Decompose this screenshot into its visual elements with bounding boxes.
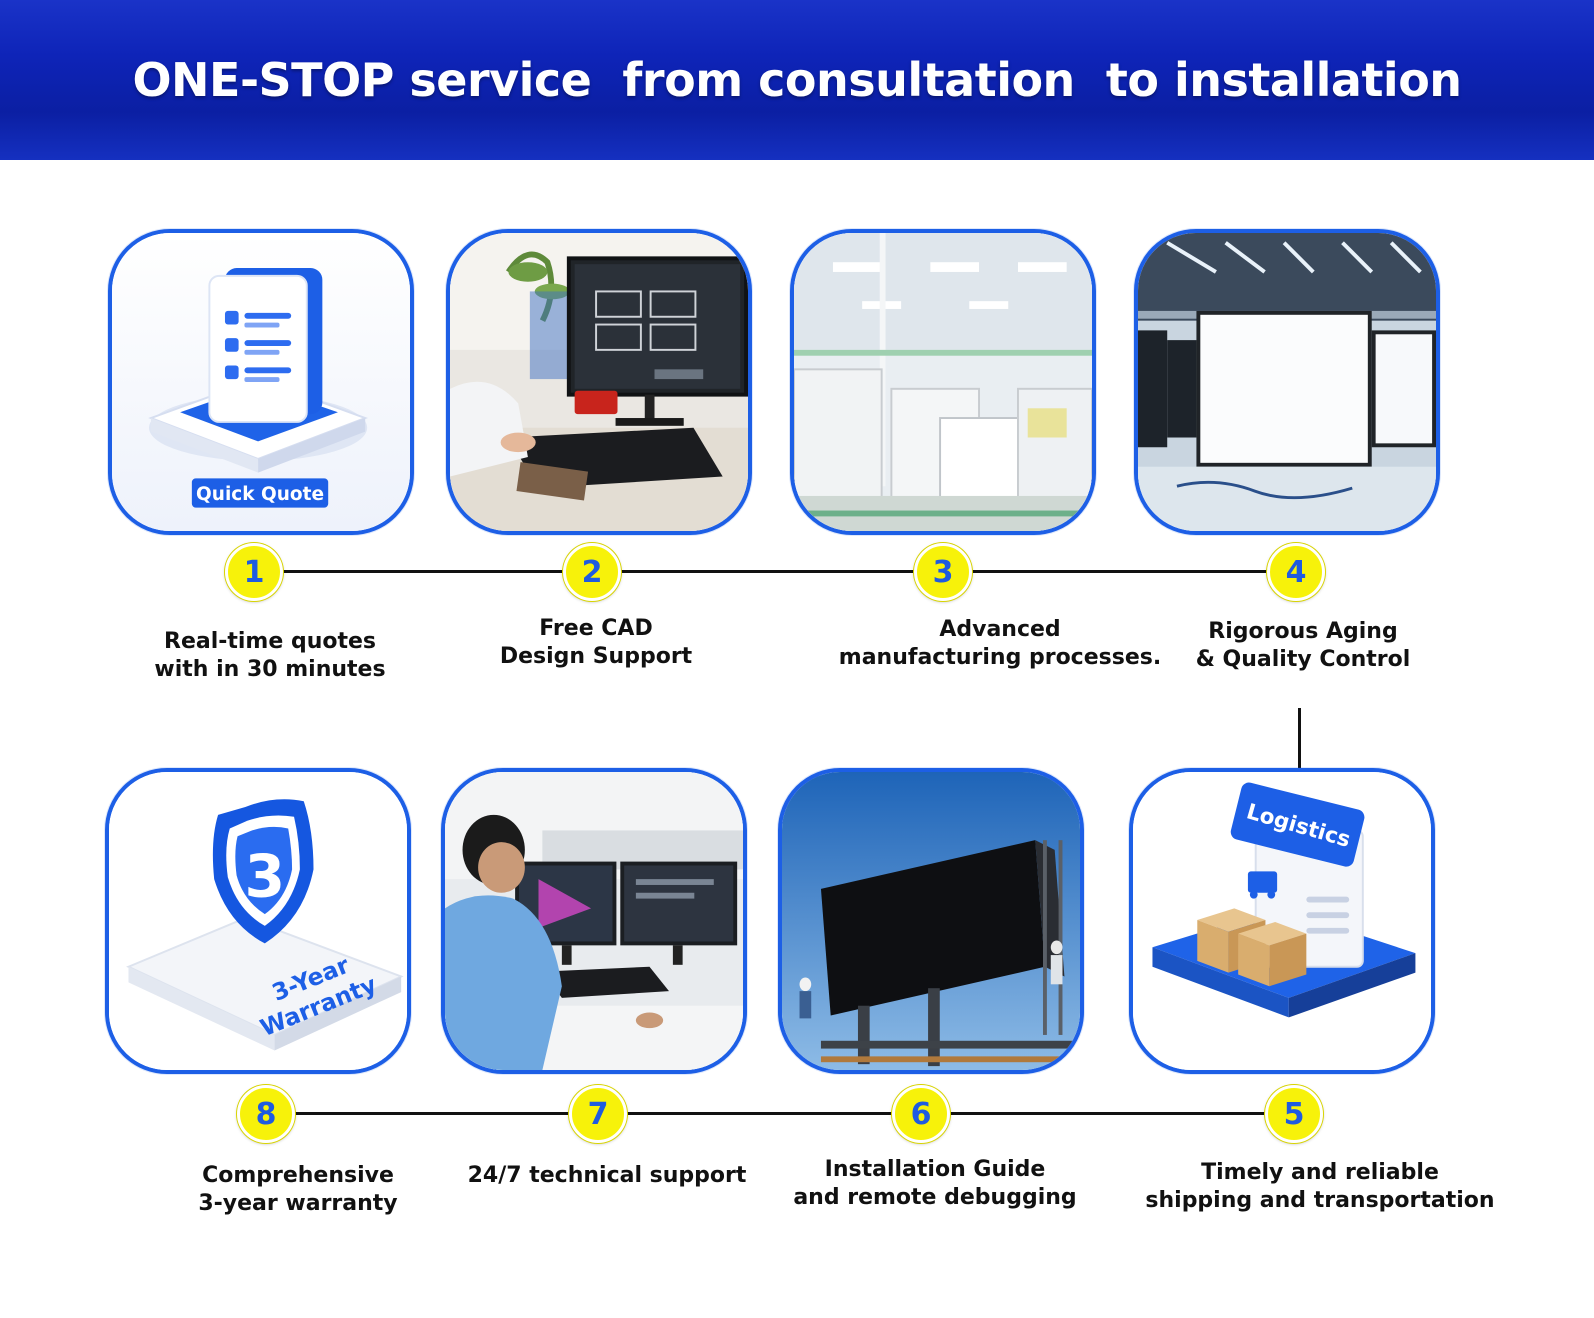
factory-floor-photo (794, 233, 1092, 531)
technical-support-photo (445, 772, 743, 1070)
step-7-badge: 7 (569, 1085, 627, 1143)
step-6-image (778, 768, 1084, 1074)
step-3-caption: Advanced manufacturing processes. (838, 617, 1162, 670)
step-5-badge: 5 (1265, 1085, 1323, 1143)
shield-number: 3 (244, 843, 285, 911)
bottom-timeline (265, 1112, 1295, 1115)
cad-workstation-photo (450, 233, 748, 531)
header-banner: ONE-STOP service from consultation to in… (0, 0, 1594, 160)
step-1-image: Quick Quote (108, 229, 414, 535)
step-7-caption: 24/7 technical support (467, 1163, 747, 1188)
step-1-badge: 1 (225, 543, 283, 601)
top-timeline (255, 570, 1295, 573)
step-6-badge: 6 (892, 1085, 950, 1143)
step-5-image: Logistics (1129, 768, 1435, 1074)
step-3-badge: 3 (914, 543, 972, 601)
step-8-badge: 8 (237, 1085, 295, 1143)
step-8-image: 3 3-Year Warranty (105, 768, 411, 1074)
step-5-caption: Timely and reliable shipping and transpo… (1145, 1160, 1495, 1213)
warranty-shield-icon: 3 3-Year Warranty (109, 772, 407, 1070)
step-3-image (790, 229, 1096, 535)
step-2-badge: 2 (563, 543, 621, 601)
step-8-caption: Comprehensive 3-year warranty (198, 1163, 398, 1216)
logistics-boxes-icon: Logistics (1133, 772, 1431, 1070)
aging-test-screens-photo (1138, 233, 1436, 531)
step-2-caption: Free CAD Design Support (499, 616, 693, 669)
step-1-caption: Real-time quotes with in 30 minutes (154, 629, 386, 682)
quote-document-icon: Quick Quote (112, 233, 410, 531)
row-connector (1298, 708, 1301, 768)
step-7-image (441, 768, 747, 1074)
step-2-image (446, 229, 752, 535)
billboard-installation-photo (782, 772, 1080, 1070)
step-4-badge: 4 (1267, 543, 1325, 601)
step-4-caption: Rigorous Aging & Quality Control (1195, 619, 1411, 672)
quick-quote-label: Quick Quote (196, 484, 324, 505)
step-6-caption: Installation Guide and remote debugging (793, 1157, 1077, 1210)
page-title: ONE-STOP service from consultation to in… (132, 53, 1462, 107)
step-4-image (1134, 229, 1440, 535)
